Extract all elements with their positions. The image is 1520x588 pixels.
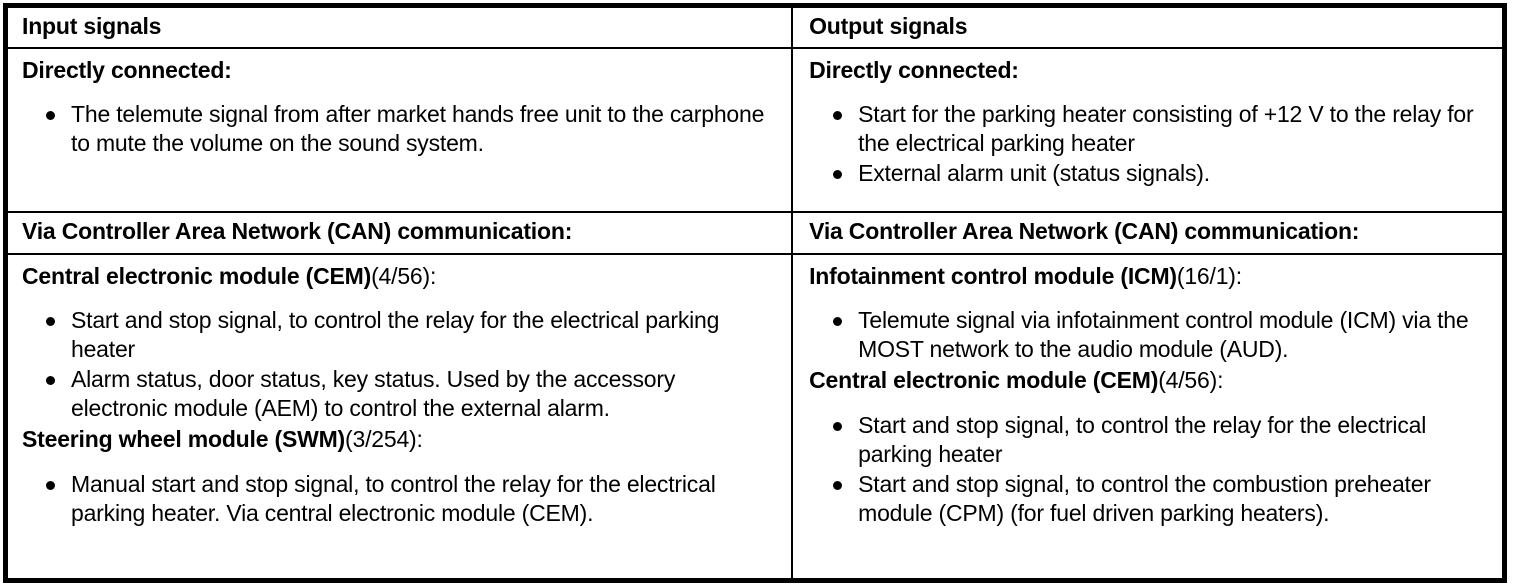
table-row-can-body: Central electronic module (CEM)(4/56): S… xyxy=(4,252,1506,582)
list-item: Start and stop signal, to control the co… xyxy=(809,470,1490,528)
column-header-input-signals: Input signals xyxy=(22,13,162,39)
module-name: Infotainment control module (ICM) xyxy=(809,262,1177,289)
module-reference: (3/254): xyxy=(345,426,423,453)
subheading-directly-connected-output: Directly connected: xyxy=(809,56,1019,83)
table-cell-output-header: Output signals xyxy=(791,4,1506,49)
table-cell-output-can-body: Infotainment control module (ICM)(16/1):… xyxy=(791,252,1506,582)
table-header-row: Input signals Output signals xyxy=(4,4,1506,49)
list-item: Start and stop signal, to control the re… xyxy=(809,411,1490,469)
module-heading-swm-input: Steering wheel module (SWM)(3/254): xyxy=(22,425,777,454)
list-item: Alarm status, door status, key status. U… xyxy=(22,365,777,423)
list-item: The telemute signal from after market ha… xyxy=(22,100,777,158)
list-item: Manual start and stop signal, to control… xyxy=(22,470,777,528)
module-name: Central electronic module (CEM) xyxy=(809,367,1159,394)
subheading-can-communication-input: Via Controller Area Network (CAN) commun… xyxy=(22,217,573,244)
bullet-list-input-directly-connected: The telemute signal from after market ha… xyxy=(22,100,777,158)
bullet-list-output-cem: Start and stop signal, to control the re… xyxy=(809,411,1490,528)
subheading-can-communication-output: Via Controller Area Network (CAN) commun… xyxy=(809,217,1360,244)
bullet-list-output-icm: Telemute signal via infotainment control… xyxy=(809,306,1490,364)
table-cell-output-can-heading: Via Controller Area Network (CAN) commun… xyxy=(791,210,1506,255)
bullet-list-input-swm: Manual start and stop signal, to control… xyxy=(22,470,777,528)
bullet-list-input-cem: Start and stop signal, to control the re… xyxy=(22,306,777,423)
table-row-directly-connected: Directly connected: The telemute signal … xyxy=(4,46,1506,213)
module-name: Steering wheel module (SWM) xyxy=(22,426,346,453)
subheading-directly-connected-input: Directly connected: xyxy=(22,56,232,83)
table-cell-output-directly-connected: Directly connected: Start for the parkin… xyxy=(791,46,1506,213)
bullet-list-output-directly-connected: Start for the parking heater consisting … xyxy=(809,100,1490,188)
module-heading-cem-output: Central electronic module (CEM)(4/56): xyxy=(809,366,1490,395)
module-heading-icm-output: Infotainment control module (ICM)(16/1): xyxy=(809,262,1490,291)
list-item: External alarm unit (status signals). xyxy=(809,159,1490,188)
module-heading-cem-input: Central electronic module (CEM)(4/56): xyxy=(22,262,777,291)
module-reference: (16/1): xyxy=(1176,262,1242,289)
table-cell-input-can-body: Central electronic module (CEM)(4/56): S… xyxy=(4,252,794,582)
signals-table: Input signals Output signals Directly co… xyxy=(3,3,1507,583)
column-header-output-signals: Output signals xyxy=(809,13,968,39)
table-cell-input-header: Input signals xyxy=(4,4,794,49)
module-reference: (4/56): xyxy=(1158,367,1224,394)
list-item: Start and stop signal, to control the re… xyxy=(22,306,777,364)
module-name: Central electronic module (CEM) xyxy=(22,262,372,289)
list-item: Start for the parking heater consisting … xyxy=(809,100,1490,158)
table-cell-input-can-heading: Via Controller Area Network (CAN) commun… xyxy=(4,210,794,255)
table-cell-input-directly-connected: Directly connected: The telemute signal … xyxy=(4,46,794,213)
list-item: Telemute signal via infotainment control… xyxy=(809,306,1490,364)
table-row-can-heading: Via Controller Area Network (CAN) commun… xyxy=(4,210,1506,255)
module-reference: (4/56): xyxy=(371,262,437,289)
